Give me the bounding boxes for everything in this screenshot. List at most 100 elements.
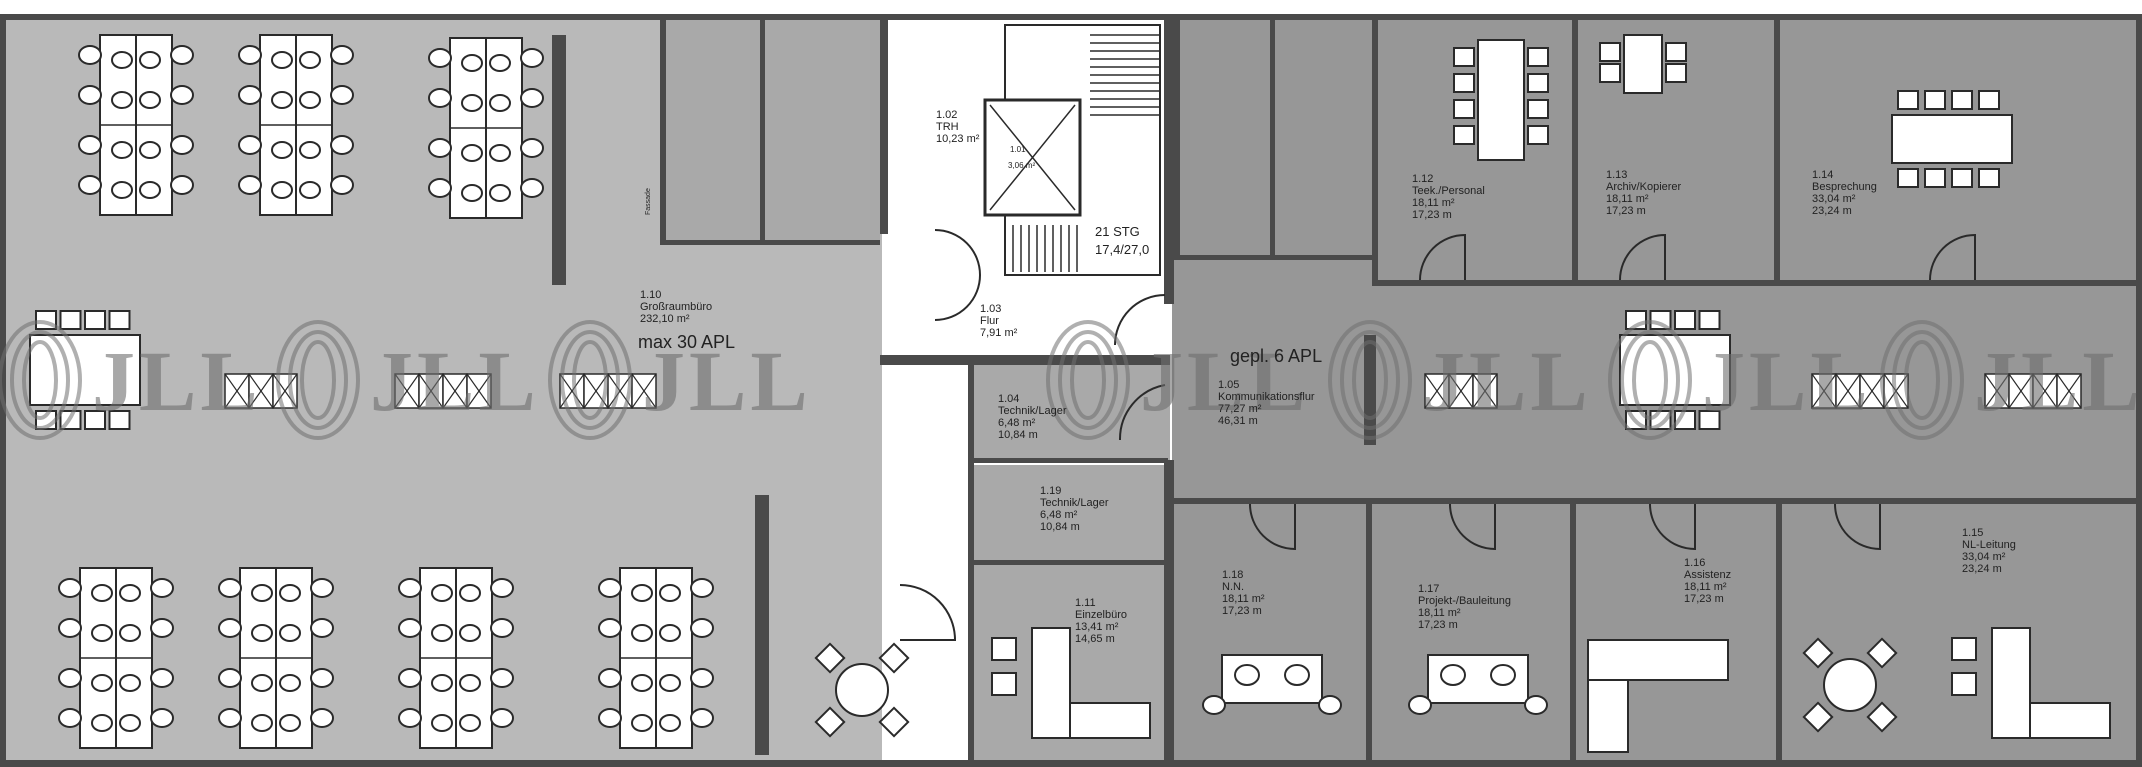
- technik-divider-2: [968, 560, 1168, 565]
- north-corridor-wall: [1372, 280, 2136, 286]
- chair: [238, 85, 262, 105]
- core-west-wall: [880, 14, 888, 234]
- watermark-ring: [1340, 330, 1400, 430]
- chair: [299, 51, 321, 69]
- chair: [91, 584, 113, 602]
- assistant-counter-return: [1587, 679, 1629, 753]
- chair: [431, 714, 453, 732]
- chair: [1665, 42, 1687, 62]
- column-strip-south: [755, 495, 769, 755]
- chair: [271, 91, 293, 109]
- watermark-ring: [1892, 330, 1952, 430]
- chair: [398, 578, 422, 598]
- chair: [1866, 637, 1898, 669]
- furniture: [29, 34, 2111, 753]
- cabinet-cross: [1835, 373, 1861, 409]
- desk-cluster: [218, 567, 334, 749]
- watermark-ring: [1058, 330, 1118, 430]
- cabinet-cross: [1448, 373, 1474, 409]
- cabinet-cross: [442, 373, 468, 409]
- chair: [1698, 410, 1721, 430]
- door-1-12: [1419, 233, 1466, 281]
- chair: [271, 141, 293, 159]
- chair: [1951, 672, 1977, 696]
- room-name: Assistenz: [1684, 569, 1731, 581]
- chair: [1453, 47, 1475, 67]
- chair: [598, 578, 622, 598]
- chair: [461, 144, 483, 162]
- room-name: NL-Leitung: [1962, 539, 2016, 551]
- chair: [428, 138, 452, 158]
- room-area: 18,11 m²: [1418, 607, 1461, 619]
- chair: [310, 578, 334, 598]
- room-1-04-floor: [970, 360, 1170, 460]
- watermark-ring: [300, 340, 336, 420]
- chair: [150, 708, 174, 728]
- room-number: 1.04: [998, 393, 1019, 405]
- chair: [1318, 695, 1342, 715]
- chair: [330, 85, 354, 105]
- wc-east-west-wall: [1174, 20, 1180, 260]
- chair: [490, 708, 514, 728]
- core-east-wall: [1164, 14, 1174, 304]
- room-perimeter: 14,65 m: [1075, 633, 1115, 645]
- chair: [330, 175, 354, 195]
- wc-south-wall: [660, 240, 880, 245]
- chair: [58, 668, 82, 688]
- desk-cluster: [598, 567, 714, 749]
- chair: [431, 584, 453, 602]
- door-core-west: [934, 229, 981, 321]
- room-perimeter: 17,23 m: [1222, 605, 1262, 617]
- core-east-wall-lower: [1164, 460, 1174, 767]
- cabinet-cross: [248, 373, 274, 409]
- chair: [459, 584, 481, 602]
- table-top: [1891, 114, 2013, 164]
- chair: [659, 674, 681, 692]
- chair: [1951, 90, 1973, 110]
- room-area: 18,11 m²: [1222, 593, 1265, 605]
- room-number: 1.14: [1812, 169, 1833, 181]
- chair: [251, 584, 273, 602]
- chair: [111, 91, 133, 109]
- chair: [631, 584, 653, 602]
- door-1-18: [1249, 503, 1296, 551]
- chair: [119, 624, 141, 642]
- room-number: 1.16: [1684, 557, 1705, 569]
- watermark-ring: [1620, 330, 1680, 430]
- chair: [150, 668, 174, 688]
- chair: [238, 45, 262, 65]
- chair: [489, 184, 511, 202]
- chair: [108, 410, 131, 430]
- table-top: [835, 663, 889, 717]
- desk-cluster: [398, 567, 514, 749]
- chair: [299, 181, 321, 199]
- chair: [78, 135, 102, 155]
- chair: [58, 618, 82, 638]
- technik-divider-1: [968, 458, 1168, 463]
- chair: [690, 578, 714, 598]
- room-1-19-floor: [970, 465, 1170, 560]
- chair: [1802, 637, 1834, 669]
- chair: [139, 181, 161, 199]
- cabinet-row: [394, 373, 492, 409]
- chair: [398, 668, 422, 688]
- room-area: 6,48 m²: [1040, 509, 1078, 521]
- door-1-14: [1929, 233, 1976, 281]
- east-wall: [2136, 14, 2142, 767]
- chair: [1524, 695, 1548, 715]
- watermark-ring: [0, 320, 82, 440]
- room-area: 18,11 m²: [1684, 581, 1727, 593]
- room-number: 1.19: [1040, 485, 1061, 497]
- watermark-ring: [22, 340, 58, 420]
- assistant-counter: [1587, 639, 1729, 681]
- chair: [1951, 637, 1977, 661]
- cabinet-cross: [1811, 373, 1837, 409]
- room-number: 1.11: [1075, 597, 1096, 609]
- chair: [58, 578, 82, 598]
